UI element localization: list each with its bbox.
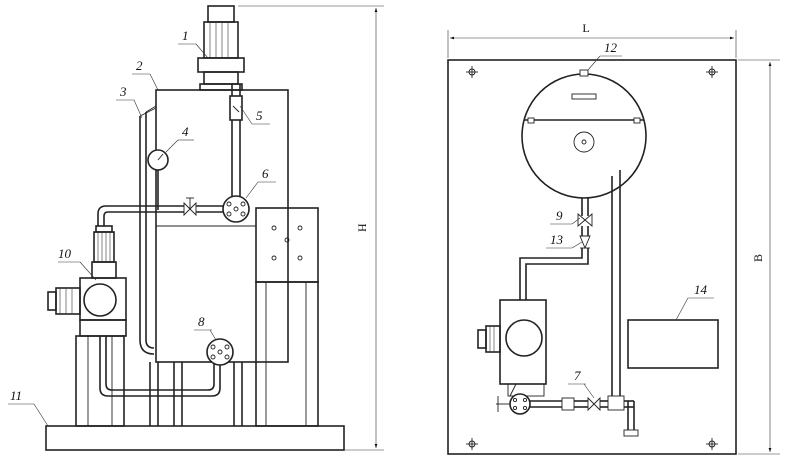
dimension-h-label: H	[355, 223, 369, 232]
front-view: H 1 2 3 4 5 6 8 10 11	[8, 5, 384, 451]
strainer-13	[579, 235, 591, 250]
callout-5: 5	[256, 108, 263, 123]
callout-3: 3	[119, 84, 127, 99]
flange-valve-lower	[206, 338, 234, 366]
base-plate	[45, 425, 345, 451]
callouts-plan: 12 9 13 14 7	[546, 40, 714, 399]
motor-body	[203, 21, 239, 59]
callout-14: 14	[694, 282, 708, 297]
control-box-stand	[255, 281, 319, 427]
callout-4: 4	[182, 124, 189, 139]
callout-10: 10	[58, 246, 72, 261]
callout-7: 7	[574, 368, 581, 383]
mounting-holes	[466, 66, 718, 450]
flow-indicator	[229, 95, 243, 121]
valve-7	[587, 396, 601, 412]
callout-2: 2	[136, 58, 143, 73]
callout-11: 11	[10, 388, 22, 403]
plan-base-plate	[447, 59, 737, 455]
callout-13: 13	[550, 232, 564, 247]
motor-cap	[207, 5, 235, 23]
callout-6: 6	[262, 166, 269, 181]
plan-flange	[509, 393, 531, 415]
callout-8: 8	[198, 314, 205, 329]
callouts-front: 1 2 3 4 5 6 8 10 11	[8, 28, 276, 427]
flange-valve-upper	[222, 195, 250, 223]
plan-control-box	[627, 319, 719, 369]
plan-tank	[521, 73, 647, 199]
callout-12: 12	[604, 40, 618, 55]
callout-1: 1	[182, 28, 189, 43]
dimension-b-label: B	[751, 254, 765, 262]
callout-9: 9	[556, 208, 563, 223]
plan-view: L B 12 9 13 14 7	[447, 21, 780, 455]
pump-adjust-knob	[55, 287, 81, 315]
valve-9	[577, 213, 593, 227]
dimension-l-label: L	[582, 21, 589, 35]
pump-motor	[93, 231, 115, 263]
control-box	[255, 207, 319, 283]
